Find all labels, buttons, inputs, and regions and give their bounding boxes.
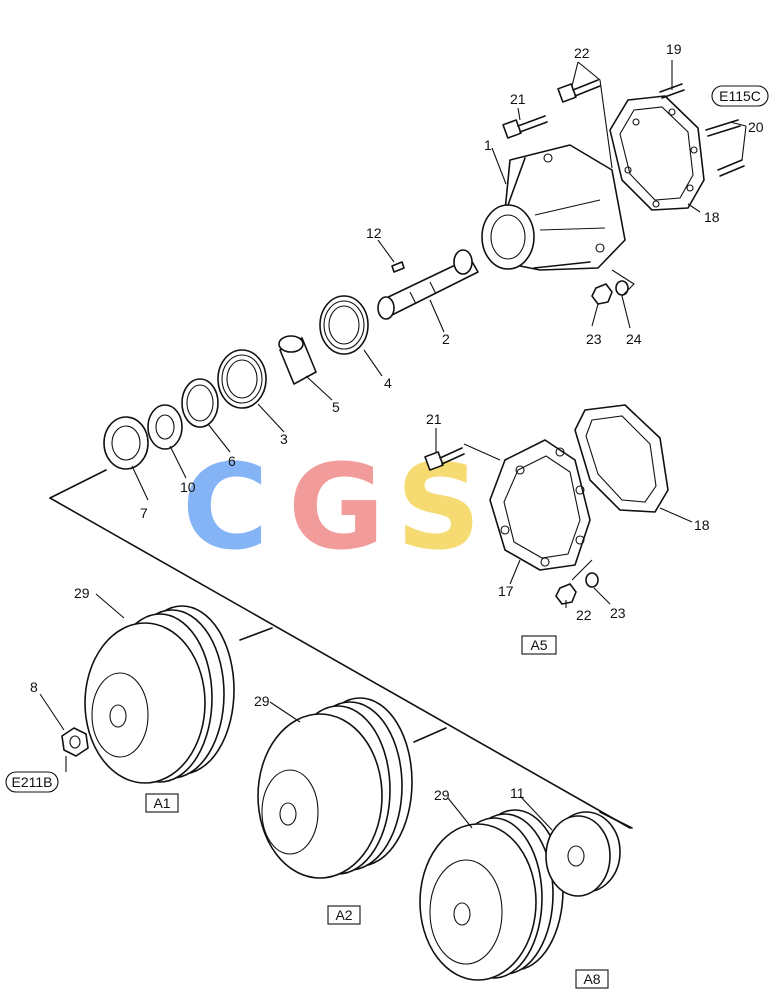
callout-24: 24	[626, 331, 642, 347]
callout-20: 20	[748, 119, 764, 135]
callout-23-lower: 23	[610, 605, 626, 621]
variant-a2: A2	[327, 905, 361, 925]
part-hub-11	[545, 811, 621, 897]
svg-text:A8: A8	[583, 971, 600, 987]
part-studs	[659, 83, 745, 177]
callout-10: 10	[180, 479, 196, 495]
part-gasket-18-lower	[574, 404, 669, 513]
callout-1: 1	[484, 137, 492, 153]
part-snap-ring	[181, 378, 219, 428]
callout-18-lower: 18	[694, 517, 710, 533]
ref-e115c: E115C	[711, 85, 769, 107]
callout-11: 11	[510, 785, 525, 801]
part-bolt-21-lower	[424, 447, 465, 471]
callout-12: 12	[366, 225, 382, 241]
pulley-a2	[257, 697, 413, 879]
callout-23-top: 23	[586, 331, 602, 347]
ref-e211b: E211B	[5, 771, 59, 793]
part-nut-washer-top	[591, 280, 629, 305]
callout-7: 7	[140, 505, 148, 521]
watermark-letter-g: G	[288, 438, 385, 576]
svg-text:A5: A5	[530, 637, 547, 653]
callout-29-a2: 29	[254, 693, 270, 709]
callout-8: 8	[30, 679, 38, 695]
callout-labels: 22 19 21 20 1 18 12 2 23 24 4 5 3 6 10 7…	[30, 41, 764, 803]
callout-21-lower: 21	[426, 411, 442, 427]
svg-text:E211B: E211B	[12, 774, 53, 790]
callout-17: 17	[498, 583, 514, 599]
callout-22-lower: 22	[576, 607, 592, 623]
part-nut-washer-lower	[555, 572, 599, 605]
pulley-a1	[84, 605, 235, 784]
callout-3: 3	[280, 431, 288, 447]
part-bearing-4	[319, 295, 369, 355]
part-shaft	[377, 249, 479, 320]
part-spacer	[278, 335, 317, 385]
variant-a5: A5	[521, 635, 557, 655]
svg-text:A1: A1	[153, 795, 170, 811]
part-flange-17	[489, 439, 591, 571]
callout-4: 4	[384, 375, 392, 391]
callout-22-top: 22	[574, 45, 590, 61]
callout-6: 6	[228, 453, 236, 469]
part-gasket-top	[609, 95, 705, 211]
part-key	[391, 261, 405, 273]
part-seal	[103, 416, 149, 470]
part-bolts-top	[502, 79, 601, 139]
callout-18-top: 18	[704, 209, 720, 225]
variant-a8: A8	[575, 969, 609, 989]
leader-lines	[39, 60, 747, 831]
pulley-a8	[419, 809, 564, 981]
callout-2: 2	[442, 331, 450, 347]
callout-29-a8: 29	[434, 787, 450, 803]
callout-29-a1: 29	[74, 585, 90, 601]
part-housing	[481, 144, 626, 271]
part-nut-8	[61, 727, 89, 757]
part-collar	[147, 404, 183, 450]
callout-21-top: 21	[510, 91, 526, 107]
callout-5: 5	[332, 399, 340, 415]
svg-text:E115C: E115C	[719, 88, 761, 104]
callout-19: 19	[666, 41, 682, 57]
variant-a1: A1	[145, 793, 179, 813]
part-bearing-3	[217, 349, 267, 409]
svg-text:A2: A2	[335, 907, 352, 923]
watermark-letter-c1: C	[182, 438, 269, 576]
